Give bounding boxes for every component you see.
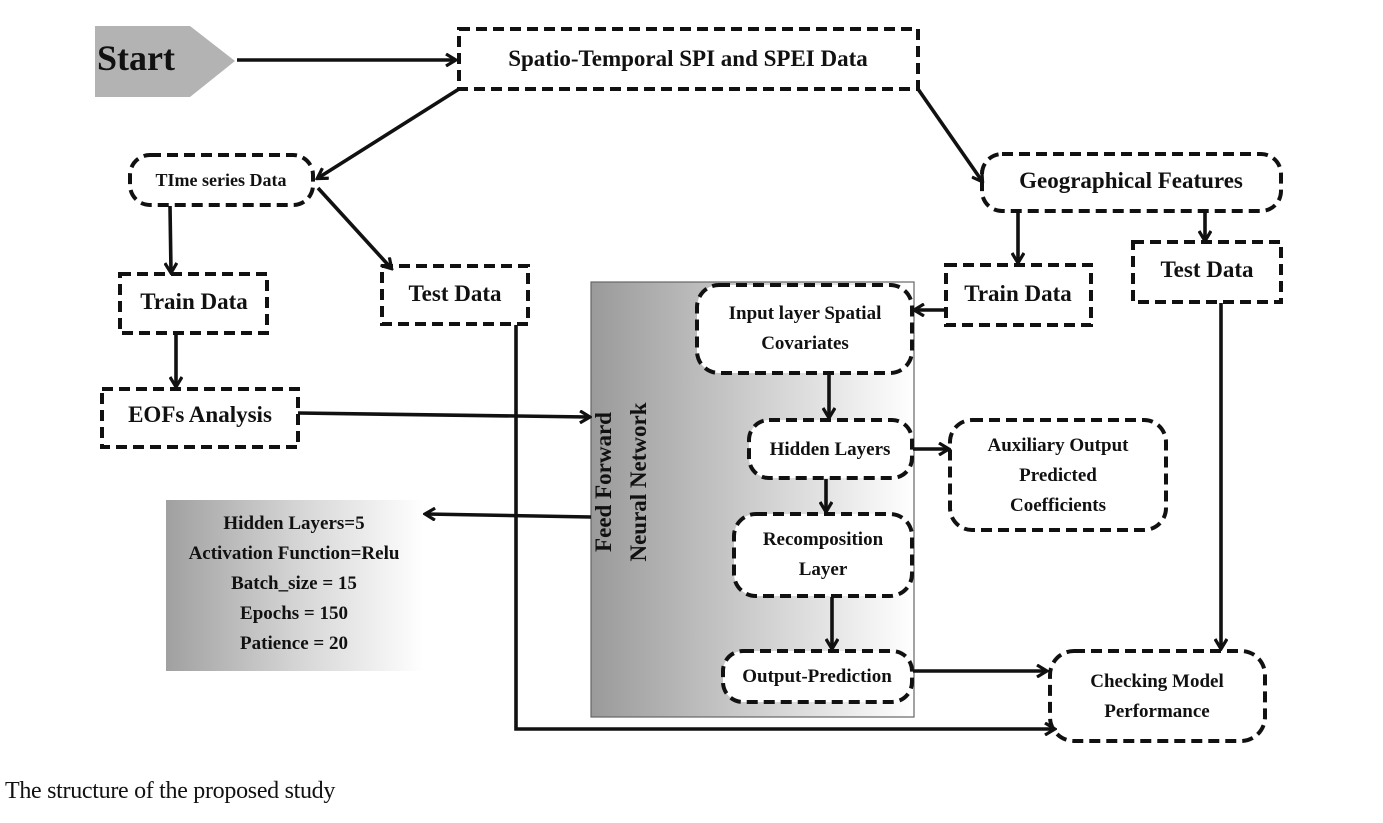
- hyperparam-patience: Patience = 20: [240, 633, 348, 654]
- start-label: Start: [97, 38, 175, 78]
- edge-tstest-to-checking: [514, 325, 1054, 729]
- hyperparam-batch-size: Batch_size = 15: [231, 573, 357, 594]
- time-series-label: TIme series Data: [156, 170, 287, 190]
- input-layer-label-line1: Input layer Spatial: [729, 303, 882, 324]
- hidden-layers-label: Hidden Layers: [770, 439, 891, 460]
- hyperparam-activation: Activation Function=Relu: [189, 543, 400, 564]
- spatio-temporal-label: Spatio-Temporal SPI and SPEI Data: [508, 46, 868, 71]
- ts-test-node: [380, 264, 530, 326]
- auxiliary-node: [948, 418, 1168, 532]
- time-series-node: [128, 153, 315, 207]
- geo-train-label: Train Data: [964, 281, 1072, 306]
- auxiliary-label-line2: Predicted: [1019, 465, 1097, 486]
- recomposition-label-line1: Recomposition: [763, 529, 884, 550]
- ts-test-label: Test Data: [408, 281, 502, 306]
- eofs-label: EOFs Analysis: [128, 402, 272, 427]
- spatio-temporal-node: [457, 27, 920, 91]
- figure-caption: The structure of the proposed study: [5, 778, 336, 804]
- recomposition-node: [732, 512, 914, 598]
- output-prediction-label: Output-Prediction: [742, 666, 892, 687]
- input-layer-label-line2: Covariates: [761, 333, 849, 354]
- ts-train-node: [118, 272, 269, 335]
- recomposition-label-line2: Layer: [799, 559, 848, 580]
- geo-test-label: Test Data: [1160, 257, 1254, 282]
- checking-label-line2: Performance: [1104, 701, 1210, 722]
- ts-train-label: Train Data: [140, 289, 248, 314]
- edge-eofs-to-nn: [297, 413, 589, 417]
- geo-train-node: [944, 263, 1093, 327]
- auxiliary-label-line3: Coefficients: [1010, 495, 1106, 516]
- input-layer-node: [695, 283, 914, 375]
- hyperparam-hidden-layers: Hidden Layers=5: [223, 513, 364, 534]
- edge-spatio-to-geo: [916, 87, 982, 181]
- hyperparam-epochs: Epochs = 150: [240, 603, 348, 624]
- eofs-node: [100, 387, 300, 449]
- edge-timeseries-to-test: [316, 186, 391, 268]
- checking-node: [1048, 649, 1267, 743]
- nn-panel-label-line2: Neural Network: [626, 402, 651, 561]
- checking-label-line1: Checking Model: [1090, 671, 1224, 692]
- start-node: Start: [95, 26, 235, 97]
- nn-panel-label-line1: Feed Forward: [591, 412, 616, 552]
- output-prediction-node: [721, 649, 914, 704]
- hyperparams-box: Hidden Layers=5 Activation Function=Relu…: [166, 500, 424, 671]
- edge-timeseries-to-train: [170, 205, 171, 272]
- edge-nn-to-hyperparams: [426, 514, 592, 517]
- auxiliary-label-line1: Auxiliary Output: [988, 435, 1130, 456]
- edge-spatio-to-timeseries: [318, 87, 460, 178]
- hidden-layers-node: [747, 418, 914, 480]
- geo-features-label: Geographical Features: [1019, 168, 1243, 193]
